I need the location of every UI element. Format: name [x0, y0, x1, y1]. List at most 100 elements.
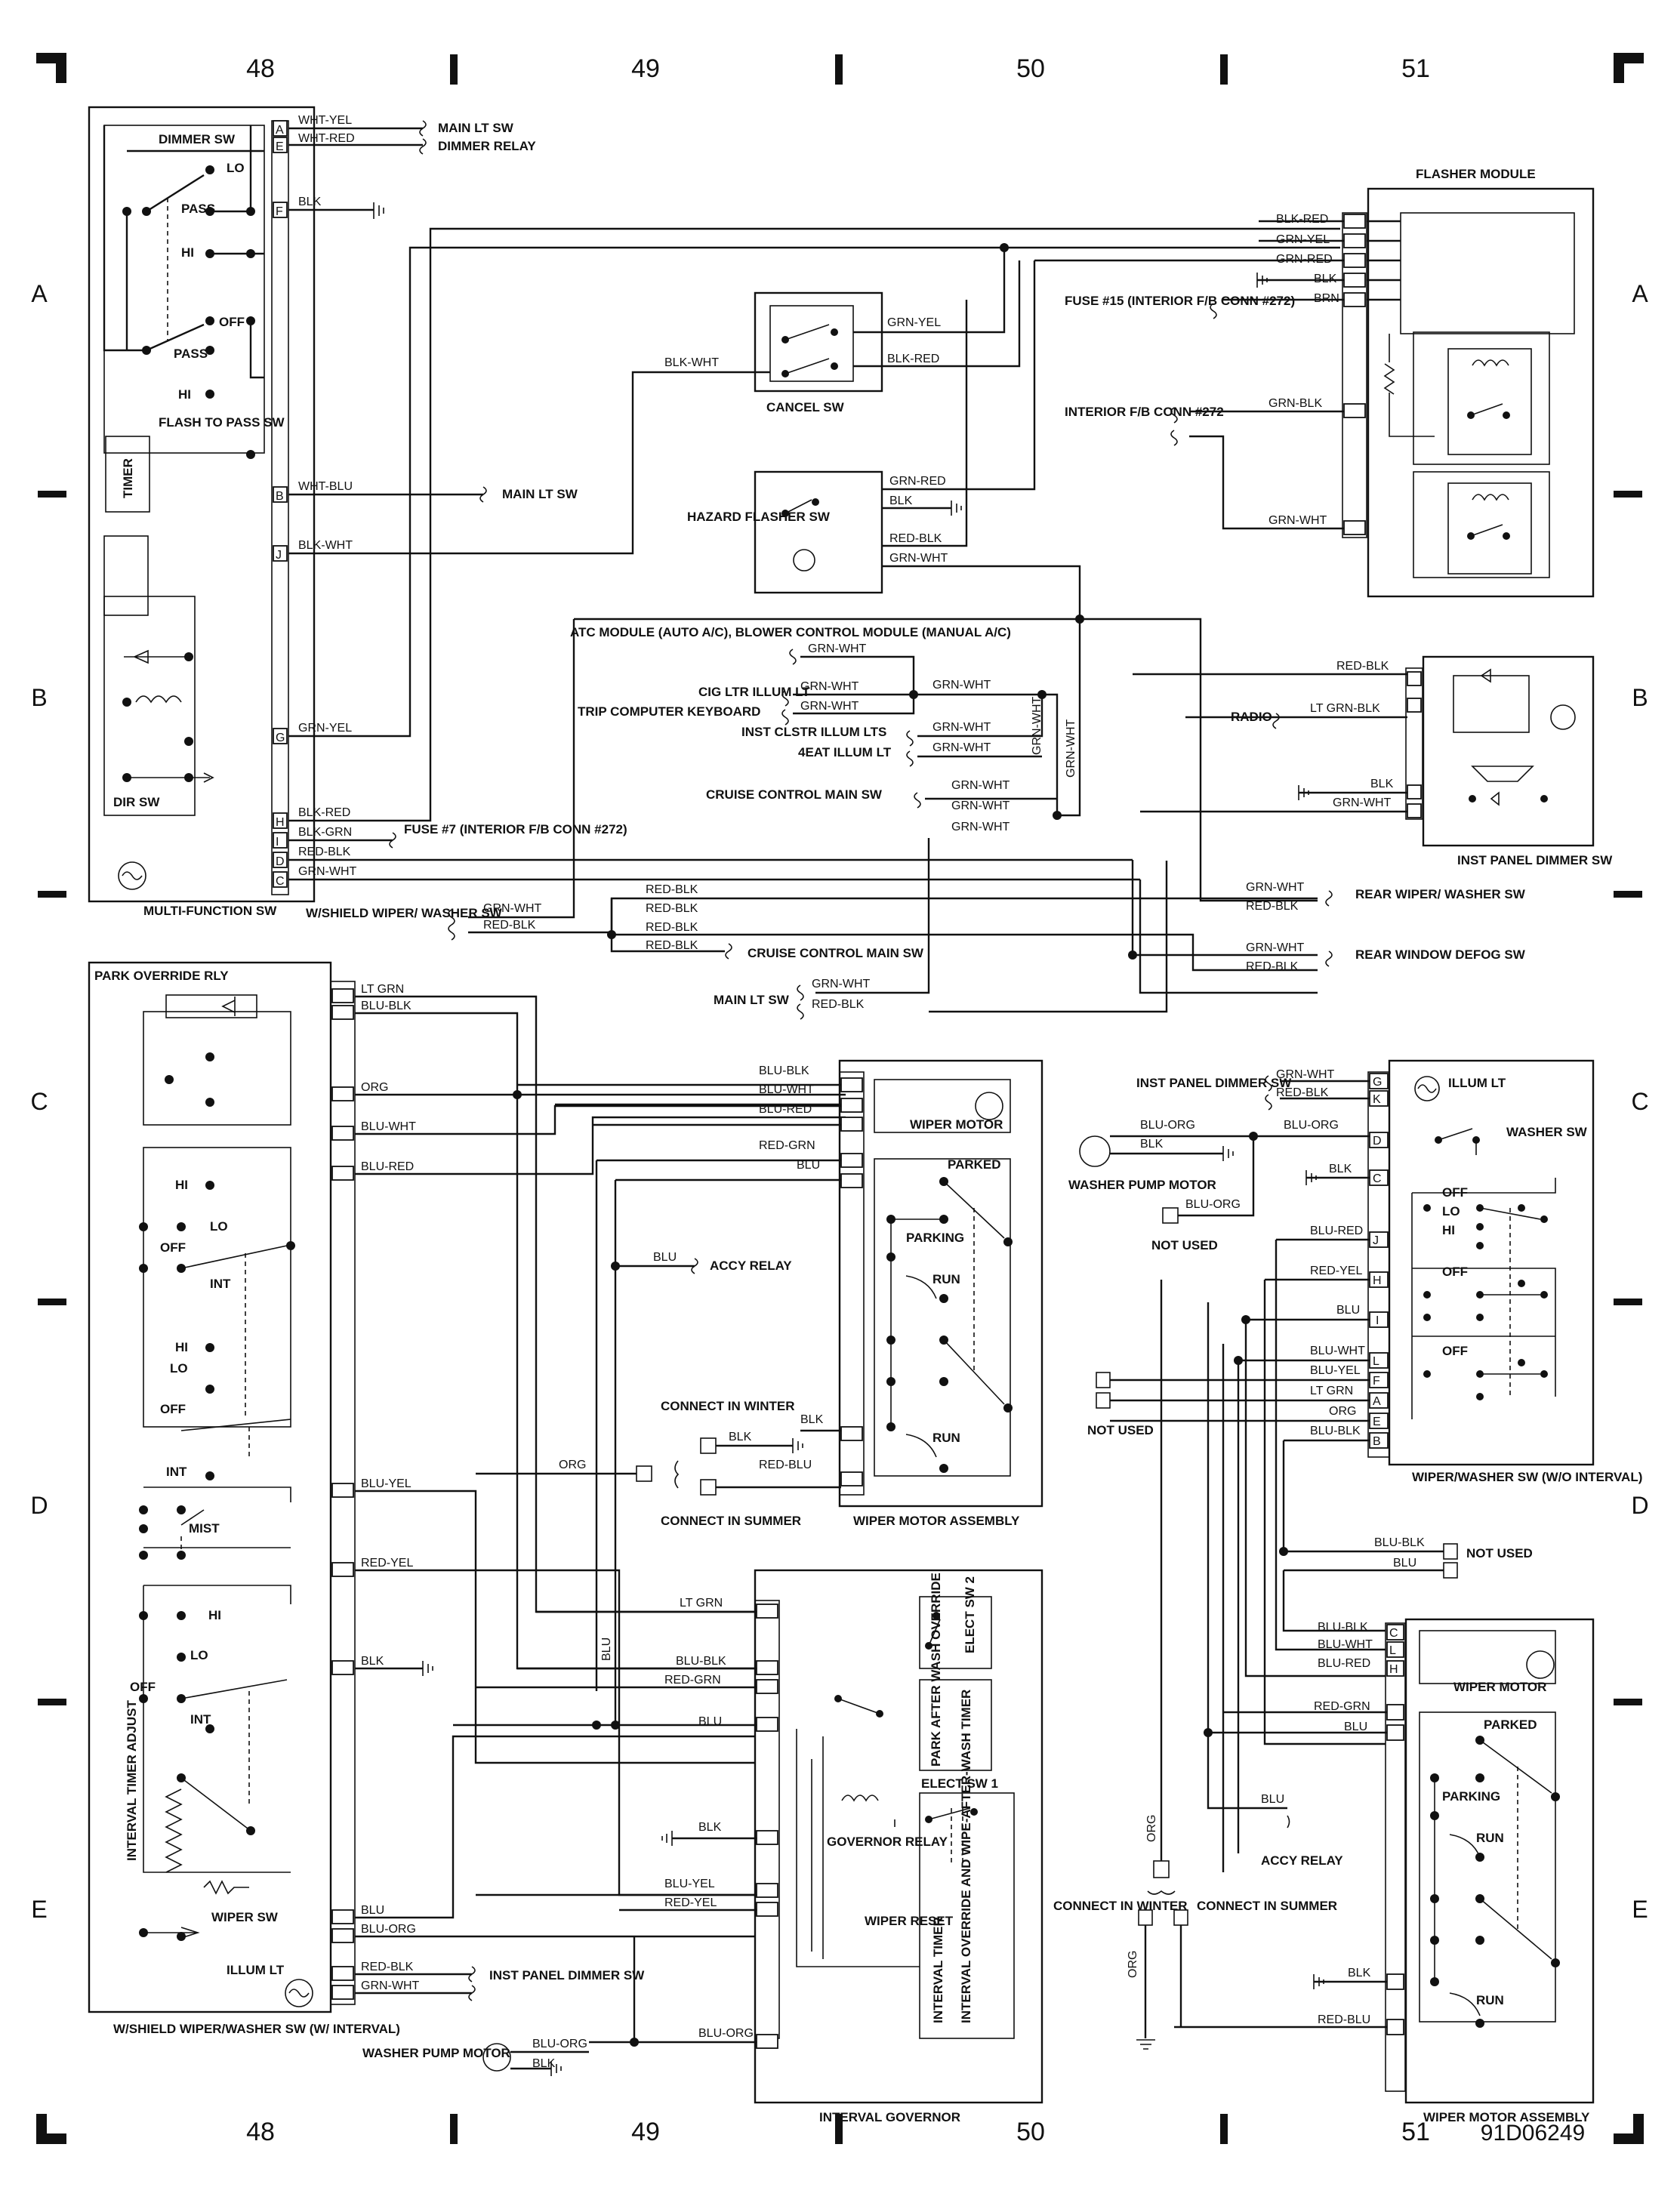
svg-text:INT: INT — [190, 1712, 211, 1727]
svg-text:HI: HI — [175, 1178, 188, 1192]
svg-text:CIG LTR ILLUM LT: CIG LTR ILLUM LT — [698, 685, 810, 699]
svg-text:BLU: BLU — [1344, 1721, 1367, 1733]
svg-text:BLU: BLU — [1261, 1793, 1284, 1806]
svg-text:G: G — [1373, 1076, 1382, 1089]
row-label: E — [31, 1896, 47, 1923]
svg-text:GRN-WHT: GRN-WHT — [800, 680, 859, 693]
svg-text:ELECT SW 1: ELECT SW 1 — [921, 1776, 998, 1791]
svg-text:BLU: BLU — [1336, 1304, 1360, 1317]
svg-text:BLK-WHT: BLK-WHT — [298, 539, 353, 552]
row-label: D — [1631, 1492, 1648, 1519]
svg-text:W/SHIELD WIPER/ WASHER SW: W/SHIELD WIPER/ WASHER SW — [306, 906, 503, 920]
svg-text:F: F — [1373, 1375, 1380, 1388]
svg-text:RED-BLK: RED-BLK — [812, 998, 865, 1011]
wma2-wires: BLU-BLK BLU-WHT BLU-RED RED-GRN BLU BLK … — [1053, 1280, 1387, 2050]
svg-text:BLU-ORG: BLU-ORG — [1140, 1119, 1195, 1132]
svg-text:GRN-WHT: GRN-WHT — [483, 902, 542, 915]
svg-text:GRN-YEL: GRN-YEL — [887, 316, 941, 329]
svg-text:RED-GRN: RED-GRN — [664, 1674, 721, 1687]
svg-text:BLK: BLK — [1348, 1967, 1371, 1979]
svg-text:PASS: PASS — [174, 347, 208, 361]
svg-text:RUN: RUN — [932, 1431, 960, 1445]
svg-text:MAIN LT SW: MAIN LT SW — [502, 487, 578, 501]
svg-text:DIMMER SW: DIMMER SW — [159, 132, 236, 146]
svg-text:GRN-WHT: GRN-WHT — [951, 821, 1010, 833]
svg-text:BLU: BLU — [600, 1637, 613, 1661]
svg-text:ATC MODULE (AUTO A/C), BLOWER: ATC MODULE (AUTO A/C), BLOWER CONTROL MO… — [570, 625, 1011, 639]
svg-text:RED-BLK: RED-BLK — [646, 921, 698, 934]
svg-text:RED-BLK: RED-BLK — [646, 939, 698, 952]
col-label: 50 — [1016, 2118, 1045, 2146]
svg-text:D: D — [276, 855, 285, 868]
svg-text:BLK-WHT: BLK-WHT — [664, 356, 719, 369]
col-label: 49 — [631, 2118, 660, 2146]
svg-text:GRN-WHT: GRN-WHT — [932, 721, 991, 734]
svg-text:ORG: ORG — [559, 1459, 586, 1471]
svg-text:PARKING: PARKING — [1442, 1789, 1500, 1804]
wma1-wires: BLU-BLK BLU-WHT BLU-RED RED-GRN BLU BLK … — [476, 1064, 841, 1725]
svg-text:CANCEL SW: CANCEL SW — [766, 400, 845, 414]
wiper-interval-wires: LT GRN BLU-BLK ORG BLU-WHT BLU-RED BLU-Y… — [355, 983, 846, 2001]
svg-text:GRN-WHT: GRN-WHT — [1065, 719, 1077, 778]
svg-text:HI: HI — [175, 1340, 188, 1354]
svg-text:RED-BLU: RED-BLU — [1318, 2013, 1370, 2026]
svg-text:GRN-WHT: GRN-WHT — [1246, 941, 1305, 954]
wiper-washer-switch-no-interval: WIPER/WASHER SW (W/O INTERVAL) G K D C J… — [1367, 1059, 1642, 1484]
svg-text:BLU-BLK: BLU-BLK — [759, 1064, 809, 1077]
svg-text:BLK: BLK — [1140, 1138, 1164, 1151]
frame-marks — [36, 53, 1644, 2144]
svg-text:BLK-RED: BLK-RED — [1276, 213, 1328, 226]
svg-text:BLU-RED: BLU-RED — [1318, 1657, 1370, 1670]
svg-text:OFF: OFF — [160, 1402, 186, 1416]
svg-text:ILLUM LT: ILLUM LT — [227, 1963, 285, 1977]
svg-text:RED-BLK: RED-BLK — [483, 919, 536, 932]
svg-text:CONNECT IN WINTER: CONNECT IN WINTER — [1053, 1899, 1188, 1913]
svg-text:BLU-WHT: BLU-WHT — [1318, 1638, 1373, 1651]
svg-text:BLU-WHT: BLU-WHT — [361, 1120, 416, 1133]
svg-text:RED-YEL: RED-YEL — [1310, 1265, 1362, 1277]
svg-text:CONNECT IN SUMMER: CONNECT IN SUMMER — [661, 1514, 801, 1528]
svg-text:GRN-WHT: GRN-WHT — [800, 700, 859, 713]
svg-text:WIPER SW: WIPER SW — [211, 1910, 279, 1924]
svg-text:RED-YEL: RED-YEL — [664, 1896, 717, 1909]
svg-text:PARKING: PARKING — [906, 1231, 964, 1245]
svg-text:WIPER MOTOR: WIPER MOTOR — [1453, 1680, 1546, 1694]
svg-text:GRN-YEL: GRN-YEL — [1276, 233, 1330, 246]
svg-text:BLU: BLU — [698, 1715, 722, 1728]
svg-text:H: H — [1373, 1274, 1382, 1287]
svg-text:BLU-WHT: BLU-WHT — [1310, 1345, 1365, 1357]
svg-text:OFF: OFF — [160, 1240, 186, 1255]
svg-text:RED-BLU: RED-BLU — [759, 1459, 812, 1471]
svg-text:WASHER PUMP MOTOR: WASHER PUMP MOTOR — [1068, 1178, 1216, 1192]
svg-text:BLK-RED: BLK-RED — [887, 353, 939, 365]
svg-text:LO: LO — [1442, 1204, 1460, 1218]
svg-text:I: I — [1376, 1314, 1379, 1327]
col-label: 48 — [246, 54, 275, 83]
row-label: A — [1632, 280, 1648, 307]
svg-text:PARKED: PARKED — [948, 1157, 1001, 1172]
svg-text:RED-BLK: RED-BLK — [1246, 960, 1299, 973]
svg-text:RED-BLK: RED-BLK — [361, 1961, 414, 1973]
svg-text:BLK: BLK — [889, 494, 913, 507]
svg-text:OFF: OFF — [1442, 1344, 1468, 1358]
svg-text:E: E — [1373, 1416, 1381, 1428]
svg-text:BLK: BLK — [1314, 273, 1337, 285]
ww-wires: INST PANEL DIMMER SW GRN-WHT RED-BLK WAS… — [1068, 1068, 1533, 1872]
svg-text:INTERIOR F/B CONN #272: INTERIOR F/B CONN #272 — [1065, 405, 1224, 419]
col-label: 51 — [1401, 2118, 1430, 2146]
svg-text:BLU-BLK: BLU-BLK — [1318, 1621, 1368, 1634]
svg-text:4EAT ILLUM LT: 4EAT ILLUM LT — [798, 745, 892, 759]
governor-wires: LT GRN BLU-BLK RED-GRN BLU BLK BLU-YEL R… — [362, 1597, 757, 2076]
svg-text:RUN: RUN — [1476, 1993, 1504, 2007]
svg-text:BLU-BLK: BLU-BLK — [361, 1000, 412, 1012]
figure-id: 91D06249 — [1481, 2121, 1585, 2146]
svg-text:CONNECT IN SUMMER: CONNECT IN SUMMER — [1197, 1899, 1337, 1913]
svg-text:NOT USED: NOT USED — [1087, 1423, 1154, 1437]
svg-text:INTERVAL TIMER ADJUST: INTERVAL TIMER ADJUST — [125, 1700, 139, 1861]
svg-text:BRN: BRN — [1314, 292, 1339, 305]
svg-text:GRN-WHT: GRN-WHT — [932, 741, 991, 754]
svg-text:BLU-ORG: BLU-ORG — [698, 2027, 754, 2040]
svg-text:ACCY RELAY: ACCY RELAY — [710, 1258, 792, 1273]
svg-text:RED-GRN: RED-GRN — [759, 1139, 815, 1152]
